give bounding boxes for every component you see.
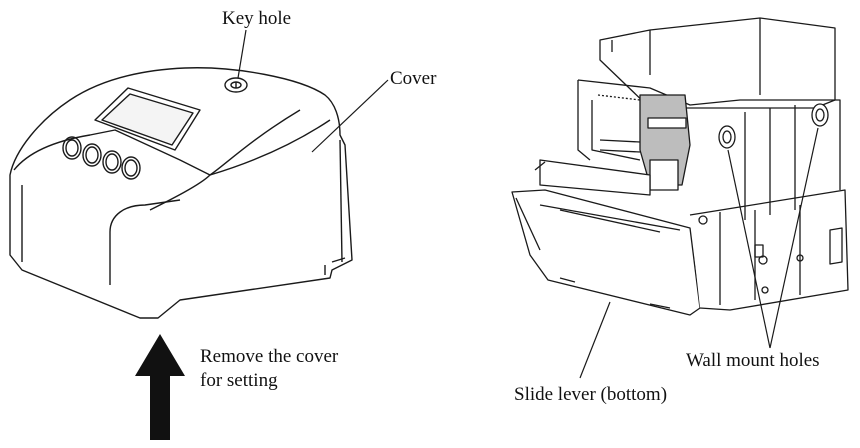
leader-lines-right (579, 127, 819, 379)
leader-lines-left (237, 29, 389, 153)
label-slide-lever: Slide lever (bottom) (514, 384, 668, 405)
label-key-hole: Key hole (222, 8, 292, 29)
uncovered-device (511, 17, 849, 316)
label-remove-cover-line1: Remove the cover (200, 346, 339, 367)
label-remove-cover-line2: for setting (200, 370, 278, 391)
label-cover: Cover (390, 68, 437, 89)
up-arrow-icon (135, 334, 185, 440)
covered-device (9, 67, 353, 319)
label-wall-mount-holes: Wall mount holes (686, 350, 820, 371)
